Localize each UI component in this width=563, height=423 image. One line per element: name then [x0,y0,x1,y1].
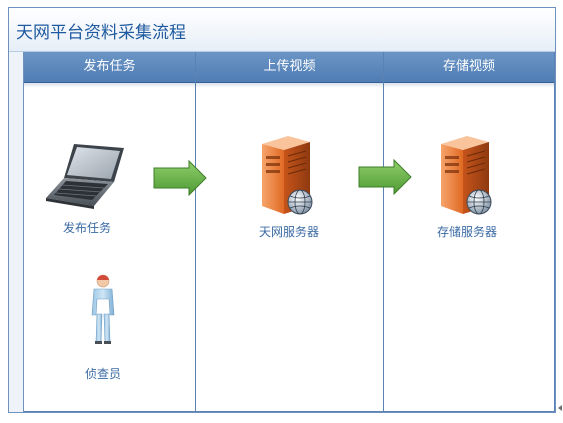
diagram-title: 天网平台资料采集流程 [16,23,186,43]
laptop-icon [46,144,124,209]
lane-header-shadow [384,82,554,88]
storage-server-label: 存储服务器 [436,225,498,239]
storage-server-node [437,134,497,218]
diagram-frame: 天网平台资料采集流程 发布任务 上传视频 存储视频 [8,7,556,413]
lane-header-store-video: 存储视频 [384,52,554,83]
lane-publish-task: 发布任务 [24,52,196,412]
server-icon [441,136,492,215]
title-bar: 天网平台资料采集流程 [9,8,555,52]
person-icon [91,274,115,344]
flow-arrow-icon [358,159,412,195]
server-icon [262,136,313,215]
left-strip [9,52,24,412]
investigator-label: 侦查员 [84,367,122,381]
lane-store-video: 存储视频 [384,52,555,412]
investigator-node [88,274,118,346]
lane-header-shadow [196,82,383,88]
lane-header-upload-video: 上传视频 [196,52,383,83]
lane-header-publish-task: 发布任务 [24,52,195,83]
lane-upload-video: 上传视频 [196,52,384,412]
upload-server-node [258,134,318,218]
upload-server-label: 天网服务器 [258,225,320,239]
flow-arrow-icon [153,160,207,196]
laptop-node [44,142,128,212]
laptop-label: 发布任务 [62,221,112,235]
resize-handle[interactable] [558,405,562,411]
lane-header-shadow [24,82,195,88]
